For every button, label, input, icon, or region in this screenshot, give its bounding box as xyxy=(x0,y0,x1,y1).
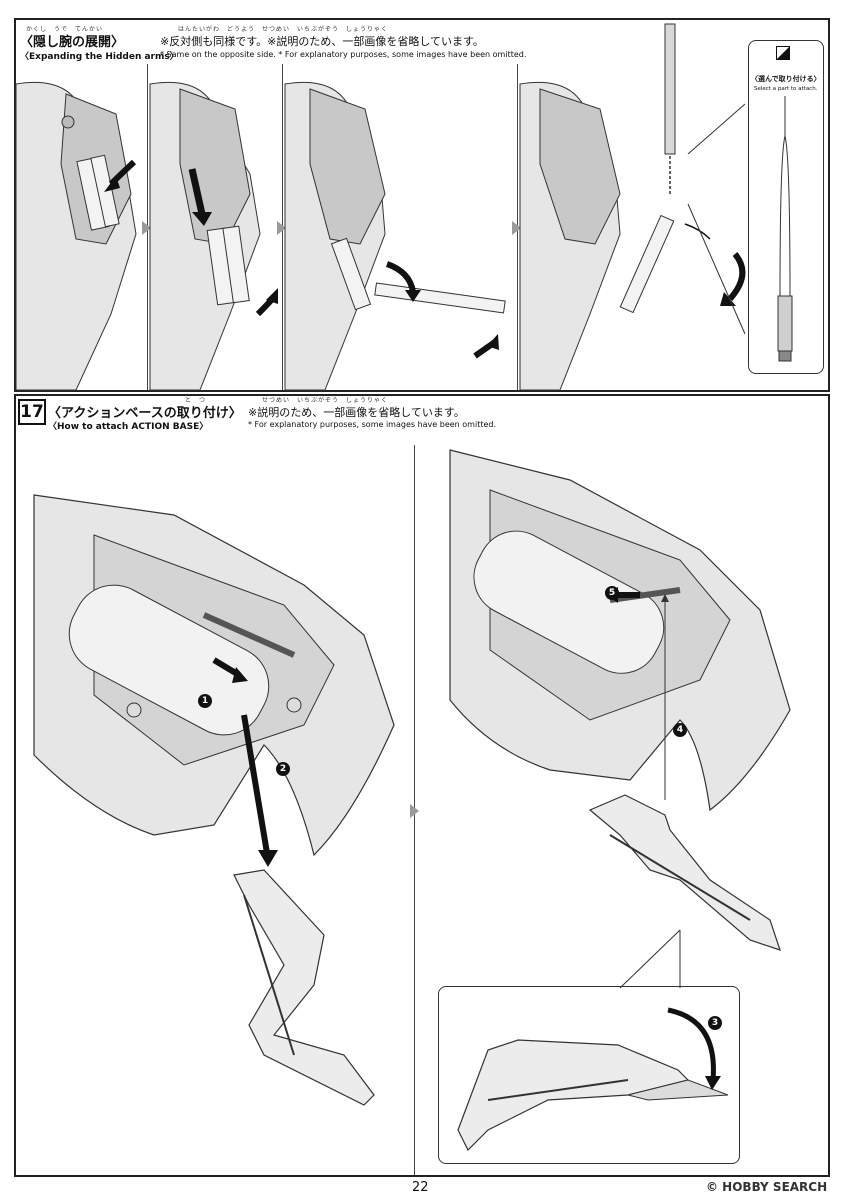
hidden-arms-title: 〈隠し腕の展開〉 xyxy=(20,35,125,50)
action-base-note-ruby: せつめい いちぶがぞう しょうりゃく xyxy=(262,397,389,404)
watermark: © HOBBY SEARCH xyxy=(706,1180,828,1194)
choose-part-label: 〈選んで取り付ける〉 xyxy=(751,75,821,83)
callout-pointer xyxy=(619,929,681,989)
choose-part-label-en: Select a part to attach. xyxy=(754,86,818,92)
action-base-title: 〈アクションベースの取り付け〉 xyxy=(48,406,242,421)
action-base-title-ruby: と つ xyxy=(185,397,207,404)
action-base-title-en: 〈How to attach ACTION BASE〉 xyxy=(48,422,209,432)
action-base-note: ※説明のため、一部画像を省略しています。 xyxy=(248,406,465,419)
action-base-panel xyxy=(14,394,830,1177)
step-number: 17 xyxy=(18,399,46,425)
hidden-arms-note-ruby: はんたいがわ どうよう せつめい いちぶがぞう しょうりゃく xyxy=(178,26,389,33)
hidden-arms-title-en: 〈Expanding the Hidden arms〉 xyxy=(20,52,179,62)
action-base-detail-figure xyxy=(457,1007,729,1152)
hidden-arms-panel xyxy=(14,18,830,392)
action-base-note-en: * For explanatory purposes, some images … xyxy=(248,420,497,429)
hidden-arms-note-en: * Same on the opposite side. * For expla… xyxy=(160,50,527,59)
hidden-arms-note: ※反対側も同様です。※説明のため、一部画像を省略しています。 xyxy=(160,35,484,48)
hidden-arm-figure-2 xyxy=(149,81,278,391)
hidden-arm-figure-1 xyxy=(15,81,137,391)
step-label: 3 xyxy=(708,1016,722,1030)
action-base-figure-left xyxy=(33,494,395,1106)
hidden-arms-title-ruby: かくし うで てんかい xyxy=(26,26,104,33)
step-arrow-icon xyxy=(410,804,419,818)
step-label: 1 xyxy=(198,694,212,708)
choose-part-icon xyxy=(776,46,790,60)
action-base-figure-right xyxy=(449,449,791,951)
step-arrow-icon xyxy=(142,221,151,235)
step-arrow-icon xyxy=(512,221,521,235)
hidden-arm-figure-4 xyxy=(519,23,746,391)
step-arrow-icon xyxy=(277,221,286,235)
saber-part-figure xyxy=(777,96,793,362)
step-label: 4 xyxy=(673,723,687,737)
hidden-arm-figure-3 xyxy=(284,81,506,391)
step-label: 2 xyxy=(276,762,290,776)
page-number: 22 xyxy=(412,1180,429,1195)
step-label: 5 xyxy=(605,586,619,600)
